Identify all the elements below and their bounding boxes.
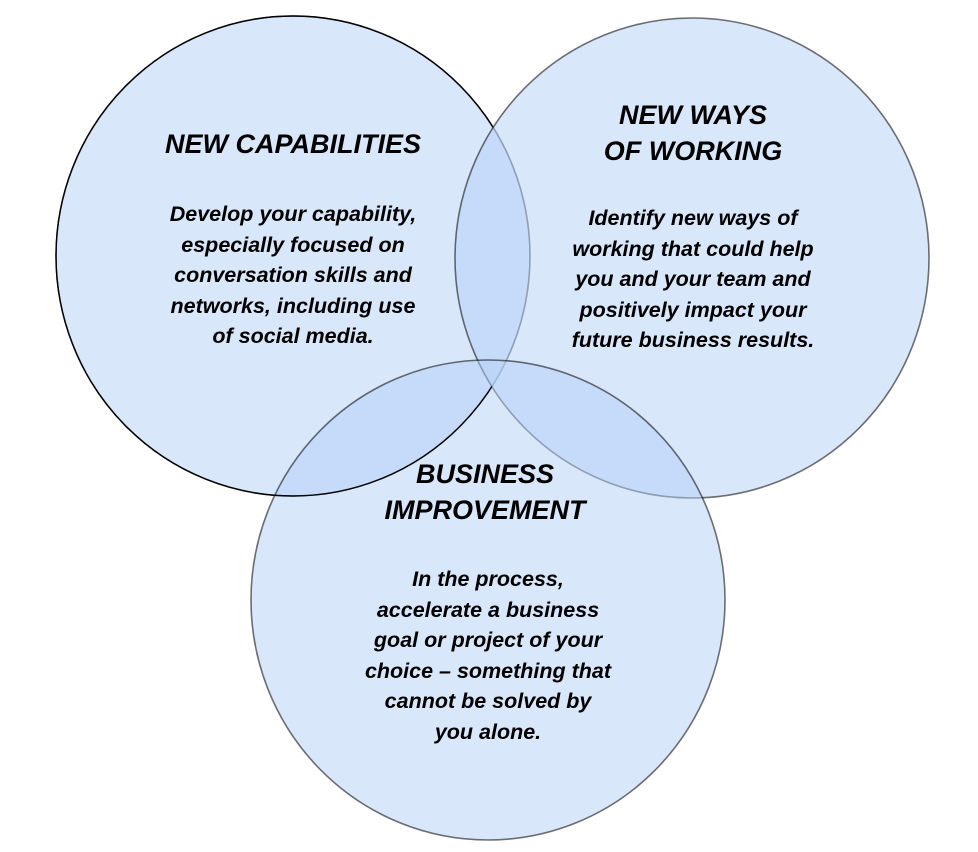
body-new-ways-of-working: Identify new ways of working that could … (571, 206, 815, 353)
body-new-capabilities: Develop your capability, especially focu… (169, 202, 417, 349)
circle-business-improvement (250, 359, 726, 841)
title-new-ways-of-working: NEW WAYS OF WORKING (603, 100, 783, 166)
body-business-improvement: In the process, accelerate a business go… (364, 567, 612, 744)
title-new-capabilities: NEW CAPABILITIES (165, 129, 421, 159)
title-business-improvement: BUSINESS IMPROVEMENT (384, 459, 586, 525)
